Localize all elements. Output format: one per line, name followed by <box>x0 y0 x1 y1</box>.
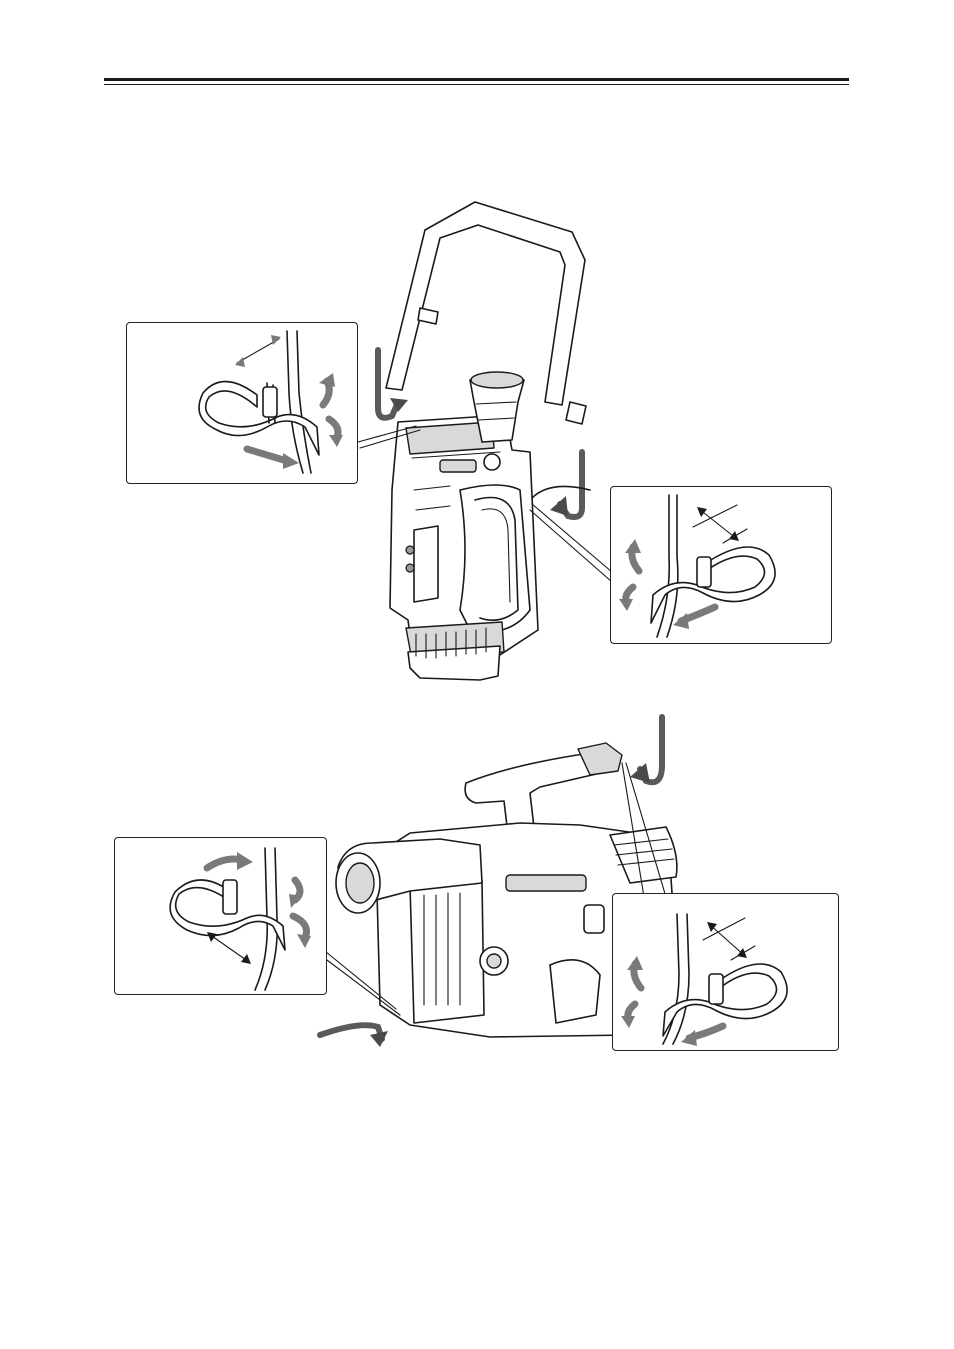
strap-loop-icon <box>127 323 359 485</box>
figure-vertical-camcorder <box>120 190 840 690</box>
inset-strap-detail-bottom-right <box>612 893 839 1051</box>
header-rule-thin <box>104 84 849 85</box>
header-rule-thick <box>104 78 849 81</box>
inset-strap-detail-left <box>126 322 358 484</box>
inset-strap-detail-bottom-left <box>114 837 327 995</box>
figure-side-camcorder <box>110 705 845 1070</box>
strap-loop-icon <box>613 894 840 1052</box>
inset-strap-detail-right <box>610 486 832 644</box>
strap-loop-icon <box>611 487 833 645</box>
strap-loop-icon <box>115 838 328 996</box>
